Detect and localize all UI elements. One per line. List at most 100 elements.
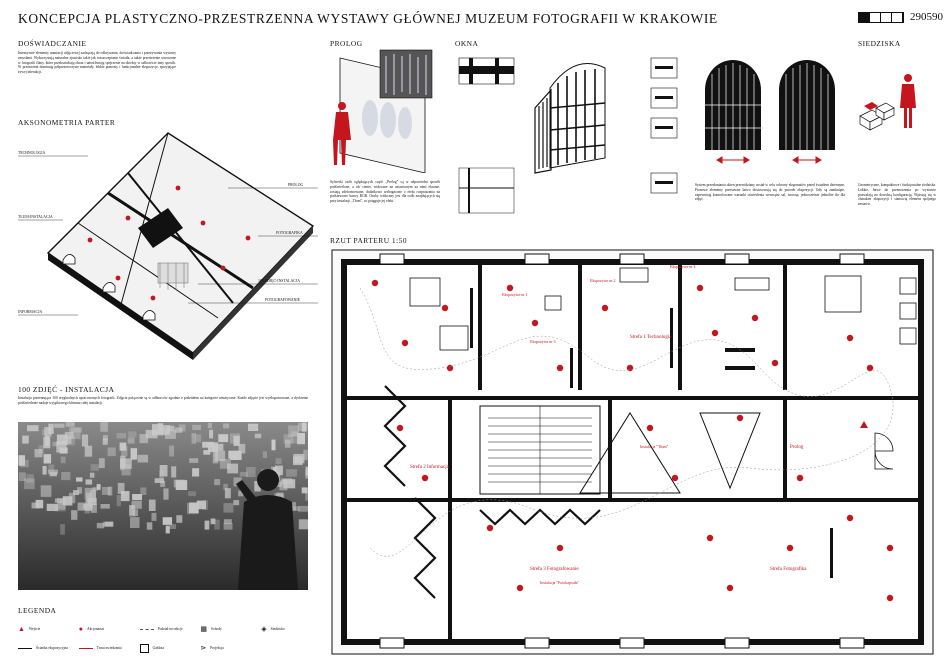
photo-tile bbox=[157, 423, 164, 434]
heading-prolog: PROLOG bbox=[330, 39, 363, 48]
legend-seat: ◈Siedzisko bbox=[261, 625, 285, 634]
heading-aksonometria: AKSONOMETRIA PARTER bbox=[18, 118, 116, 127]
heading-legenda: LEGENDA bbox=[18, 606, 57, 615]
visitor-figure bbox=[396, 424, 404, 432]
photo-tile bbox=[169, 445, 174, 457]
legend-entrance: ▲Wejście bbox=[18, 625, 41, 634]
photo-tile bbox=[224, 488, 231, 499]
photo-tile bbox=[293, 456, 303, 466]
room-fotografika: Strefa Fotografika bbox=[770, 567, 807, 572]
photo-tile bbox=[120, 458, 132, 469]
room-prolog: Prolog bbox=[790, 445, 804, 450]
photo-tile bbox=[46, 503, 59, 511]
photo-tile bbox=[132, 494, 142, 501]
photo-tile bbox=[116, 433, 127, 439]
photo-tile bbox=[148, 499, 156, 511]
photo-tile bbox=[120, 491, 130, 502]
photo-tile bbox=[285, 439, 291, 448]
photo-tile bbox=[174, 427, 183, 433]
photo-tile bbox=[121, 464, 131, 476]
photo-tile bbox=[42, 429, 48, 436]
photo-tile bbox=[229, 433, 241, 444]
photo-tile bbox=[290, 437, 298, 444]
visitor-figure bbox=[726, 584, 734, 592]
photo-tile bbox=[89, 472, 95, 478]
visitor-figure bbox=[786, 544, 794, 552]
legend-showcase: Gablota bbox=[139, 643, 197, 654]
visitor-figure bbox=[696, 284, 704, 292]
axo-label-fotografika: FOTOGRAFIKA bbox=[276, 231, 303, 235]
axo-label-technologia: TECHNOLOGIA bbox=[18, 151, 46, 155]
photo-tile bbox=[35, 499, 44, 509]
photo-tile bbox=[167, 425, 175, 432]
heading-siedziska: SIEDZISKA bbox=[858, 39, 901, 48]
axonometric-drawing bbox=[18, 132, 318, 360]
photo-tile bbox=[38, 445, 44, 454]
photo-tile bbox=[47, 469, 58, 475]
photo-tile bbox=[171, 466, 177, 478]
photo-tile bbox=[81, 434, 89, 447]
photo-tile bbox=[233, 500, 240, 506]
visitor-figure bbox=[646, 424, 654, 432]
photo-tile bbox=[90, 490, 96, 503]
visitor-figure bbox=[531, 319, 539, 327]
photo-tile bbox=[85, 479, 93, 485]
line-icon bbox=[18, 647, 32, 649]
photo-tile bbox=[84, 445, 93, 457]
annotation-tlum: Instalacja "Tłum" bbox=[640, 444, 669, 449]
photo-tile bbox=[297, 433, 305, 445]
triangle-icon: ▲ bbox=[18, 625, 25, 634]
photo-tile bbox=[98, 458, 105, 469]
photo-tile bbox=[209, 429, 214, 439]
square-icon bbox=[139, 643, 149, 653]
annotation-1: Ekspozytor nr 1 bbox=[502, 292, 528, 297]
photo-tile bbox=[305, 466, 308, 476]
photo-tile bbox=[56, 498, 66, 510]
photo-tile bbox=[18, 455, 25, 466]
photo-tile bbox=[49, 472, 57, 477]
stairs-icon: ▦ bbox=[200, 625, 208, 634]
photo-tile bbox=[154, 478, 165, 483]
visitor-figure bbox=[626, 364, 634, 372]
photo-tile bbox=[132, 509, 139, 516]
photo-tile bbox=[77, 487, 83, 494]
photo-tile bbox=[301, 422, 307, 432]
annotation-2: Ekspozytor nr 2 bbox=[590, 278, 616, 283]
photo-tile bbox=[68, 492, 76, 504]
photo-tile bbox=[73, 490, 80, 495]
photo-tile bbox=[228, 450, 241, 459]
legend-stairs: ▦Schody bbox=[200, 625, 222, 634]
photo-tile bbox=[60, 524, 65, 535]
text-instalacja: Instalacja prezentująca 100 oryginalnych… bbox=[18, 396, 308, 405]
photo-tile bbox=[152, 424, 163, 436]
photo-tile bbox=[52, 441, 59, 447]
photo-tile bbox=[24, 478, 35, 490]
legend-grid: ▲Wejście ●Akcjonariat Podział na sekcje … bbox=[18, 625, 318, 653]
photo-tile bbox=[227, 463, 239, 474]
photo-tile bbox=[140, 487, 147, 495]
photo-tile bbox=[262, 451, 267, 458]
photo-tile bbox=[121, 446, 128, 457]
photo-tile bbox=[188, 491, 196, 497]
photo-tile bbox=[271, 439, 276, 451]
visitor-figure bbox=[846, 334, 854, 342]
photo-tile bbox=[248, 423, 259, 431]
photo-tile bbox=[303, 449, 308, 461]
photo-tile bbox=[281, 478, 293, 485]
photo-tile bbox=[40, 485, 52, 497]
visitor-figure bbox=[506, 284, 514, 292]
text-doswiadczanie: Intensywne elementy aranżacji zdjęciowej… bbox=[18, 51, 176, 75]
photo-tile bbox=[145, 429, 158, 439]
photo-tile bbox=[129, 505, 135, 516]
photo-tile bbox=[239, 471, 248, 477]
photo-tile bbox=[22, 435, 29, 444]
windows-drawing bbox=[458, 57, 678, 214]
photo-tile bbox=[127, 437, 135, 444]
photo-tile bbox=[195, 434, 202, 443]
photo-tile bbox=[117, 482, 125, 494]
photo-tile bbox=[71, 510, 78, 520]
photo-tile bbox=[131, 500, 142, 509]
photo-tile bbox=[56, 441, 67, 453]
photo-tile bbox=[83, 503, 93, 510]
photo-tile bbox=[54, 423, 65, 428]
